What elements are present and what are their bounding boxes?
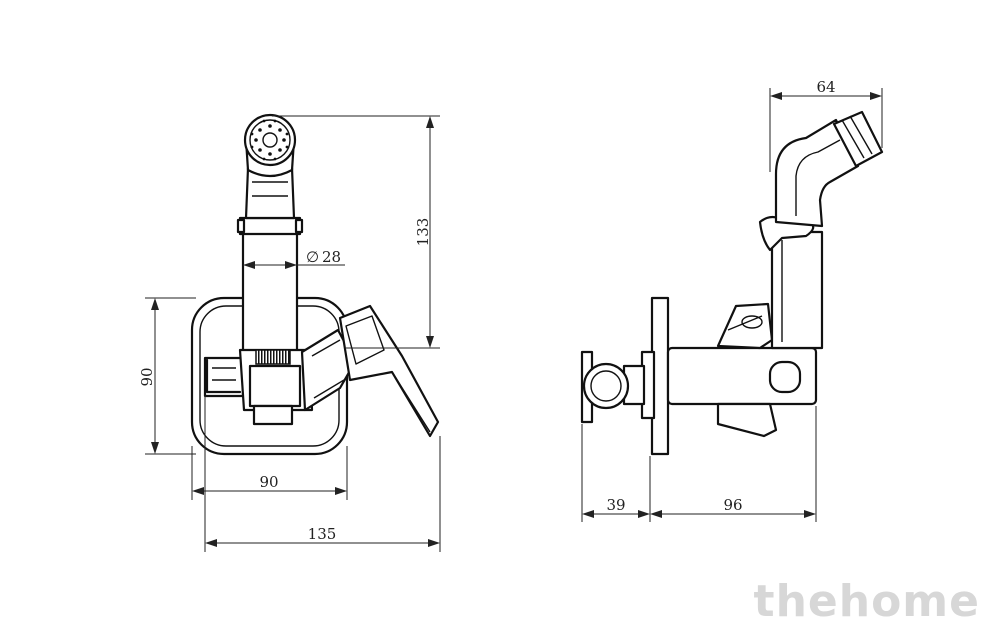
- shower-body: [241, 224, 299, 358]
- dim-96-label: 96: [723, 496, 742, 514]
- front-view: [190, 113, 440, 456]
- spray-head: [243, 113, 297, 178]
- holder-collar: [238, 216, 302, 236]
- dim-90-vertical-label: 90: [138, 367, 156, 386]
- watermark-logo: thehome: [754, 576, 980, 627]
- side-dimensions: 64 39 96: [581, 78, 883, 522]
- dim-135-label: 135: [308, 525, 337, 543]
- hook-bracket: [203, 356, 245, 398]
- diameter-symbol: ∅: [306, 248, 319, 266]
- dim-133-label: 133: [414, 218, 432, 247]
- side-inlet-knob: [580, 350, 630, 424]
- dim-64-label: 64: [816, 78, 835, 96]
- lever-housing: [300, 328, 357, 412]
- front-dimensions: 133 ∅ 28 90 90 135: [138, 115, 441, 552]
- valve-body: [238, 348, 314, 426]
- side-holder: [770, 230, 824, 350]
- side-outlet: [768, 360, 802, 394]
- side-view: [580, 110, 884, 456]
- dim-39-label: 39: [606, 496, 625, 514]
- handle-lever: [338, 304, 440, 438]
- dim-90-horizontal-label: 90: [259, 473, 278, 491]
- side-spray-handle: [774, 110, 884, 228]
- dim-28-label: 28: [322, 248, 341, 266]
